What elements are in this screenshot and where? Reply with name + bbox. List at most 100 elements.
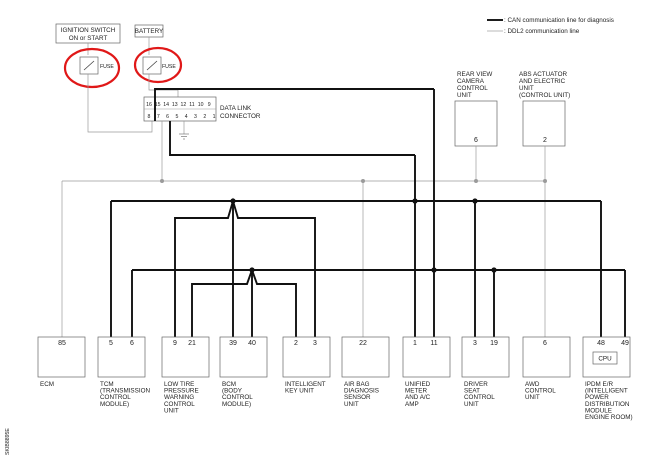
module-box [461,336,510,378]
module-label-line: AND A/C [405,394,431,401]
module-label-line: MODULE) [222,401,251,408]
connector-pin-12: 12 [181,102,187,108]
module-pin: 2 [294,340,298,347]
cpu-label: CPU [598,356,612,363]
module-box [341,336,390,378]
ignition-fuse-label: FUSE [100,64,114,70]
connector-pin-4: 4 [185,114,188,120]
svg-text:REAR VIEW: REAR VIEW [457,71,492,78]
module-label-line: UNIT [344,401,359,408]
module-pin: 19 [490,340,498,347]
svg-text:UNIT: UNIT [457,92,472,99]
connector-pin-7: 7 [157,114,160,120]
module-label-line: IPDM E/R [585,381,613,388]
module-label-line: DIAGNOSIS [344,388,379,395]
module-pin: 3 [313,340,317,347]
module-box [161,336,210,378]
module-label-line: MODULE) [100,401,129,408]
module-pin: 6 [543,340,547,347]
module-box [37,336,86,378]
connector-pin-13: 13 [172,102,178,108]
module-box [522,336,571,378]
can-lines [110,88,626,337]
ignition-label-line2: ON or START [69,35,108,42]
module-box [282,336,331,378]
module-label-line: LOW TIRE [164,381,194,388]
module-pin: 5 [109,340,113,347]
module-pin: 85 [58,340,66,347]
module-label-line: MODULE [585,407,612,414]
module-pin: 9 [173,340,177,347]
module-label-line: CONTROL [464,394,495,401]
connector-pin-6: 6 [166,114,169,120]
connector-pin-11: 11 [189,102,194,108]
module-label-line: PRESSURE [164,388,199,395]
module-label-line: CONTROL [164,401,195,408]
svg-text:UNIT: UNIT [519,85,534,92]
ignition-fuse: FUSE [79,56,114,75]
connector-pin-5: 5 [175,114,178,120]
abs-actuator-unit: ABS ACTUATOR AND ELECTRIC UNIT (CONTROL … [519,71,570,147]
svg-text:CAMERA: CAMERA [457,78,485,85]
module-label-line: INTELLIGENT [285,381,326,388]
module-pin: 40 [248,340,256,347]
module-label-line: TCM [100,381,114,388]
connector-pin-9: 9 [208,102,211,108]
connector-pin-10: 10 [198,102,204,108]
module-label-line: CONTROL [525,388,556,395]
module-pin: 49 [621,340,629,347]
cpu-box [592,351,618,365]
module-label-line: (BODY [222,388,243,395]
legend-ddl2-label: : DDL2 communication line [504,28,580,35]
module-label-line: AIR BAG [344,381,370,388]
module-label-line: ENGINE ROOM) [585,414,633,421]
module-label-line: DISTRIBUTION [585,401,630,408]
data-link-label-line1: DATA LINK [220,105,252,112]
ddl2-lines [61,121,547,337]
module-label-line: (INTELLIGENT [585,388,628,395]
ignition-label-line1: IGNITION SWITCH [61,27,116,34]
battery-label: BATTERY [135,28,164,35]
module-label-line: UNIFIED [405,381,431,388]
module-label-line: SEAT [464,388,480,395]
legend-can-label: : CAN communication line for diagnosis [504,17,614,24]
module-pin: 6 [130,340,134,347]
module-label-line: UNIT [164,407,179,414]
module-box [219,336,268,378]
module-box [97,336,146,378]
diagram-code: SKIB8895E [5,428,11,455]
module-label-line: CONTROL [222,394,253,401]
connector-pin-8: 8 [148,114,151,120]
module-label-line: (TRANSMISSION [100,388,150,395]
red-annotation-circle-ignition [63,47,121,89]
connector-pin-14: 14 [163,102,169,108]
legend: : CAN communication line for diagnosis :… [487,17,614,35]
module-pin: 22 [359,340,367,347]
module-label-line: METER [405,388,427,395]
svg-text:(CONTROL UNIT): (CONTROL UNIT) [519,92,570,99]
module-pin: 21 [188,340,196,347]
svg-text:CONTROL: CONTROL [457,85,488,92]
module-label-line: SENSOR [344,394,371,401]
data-link-label-line2: CONNECTOR [220,113,261,120]
rear-view-camera-unit: REAR VIEW CAMERA CONTROL UNIT 6 [454,71,498,147]
module-box [402,336,451,378]
connector-pin-1: 1 [213,114,216,120]
svg-text:AND ELECTRIC: AND ELECTRIC [519,78,566,85]
module-label-line: AWD [525,381,540,388]
module-label-line: KEY UNIT [285,388,314,395]
connector-pin-16: 16 [146,102,152,108]
